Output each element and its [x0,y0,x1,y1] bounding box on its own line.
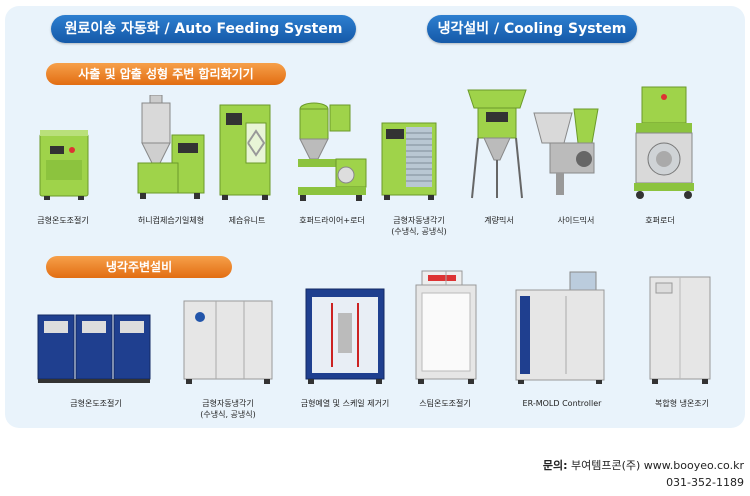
caption-mold-auto-cooler-sub: (수냉식, 공냉식) [391,227,447,236]
contact-label: 문의: [542,459,568,472]
hopper-dryer-loader-image [298,102,367,201]
mold-temp-controller-blue-image [37,314,151,383]
mold-auto-cooler-image [381,122,437,200]
caption-er-mold-controller: ER-MOLD Controller [522,399,602,408]
caption-steam-temp-controller: 스팀온도조절기 [419,399,471,408]
side-mixer-image [533,108,599,195]
caption-combo-heating-cooling: 복합형 냉온조기 [654,399,710,408]
caption-honeycomb-dehumidifier: 허니컴제습기일체형 [137,216,205,225]
contact-company-website: 부여템프콘(주) www.booyeo.co.kr [570,459,744,472]
mold-preheater-descaler-image [305,288,385,384]
contact-phone: 031-352-1189 [666,476,744,489]
caption-mold-auto-cooler-2-sub: (수냉식, 공냉식) [200,410,256,419]
caption-mold-auto-cooler-2: 금형자동냉각기 [202,399,254,408]
gravimetric-mixer-image [467,89,527,199]
mold-auto-cooler-cabinet-image [183,300,273,384]
mold-temp-controller-image [39,130,89,200]
combo-heating-cooling-unit-image [649,276,711,384]
hopper-loader-image [634,86,694,199]
steam-temp-controller-image [415,270,477,384]
contact-info: 문의: 부여템프콘(주) www.booyeo.co.kr [543,459,744,473]
caption-side-mixer: 사이드믹서 [557,216,595,225]
caption-mold-auto-cooler: 금형자동냉각기 [393,216,445,225]
caption-hopper-dryer-loader: 호퍼드라이어+로더 [299,216,365,225]
caption-mold-temp-controller: 금형온도조절기 [37,216,89,225]
er-mold-controller-image [515,271,605,384]
dehumidifying-unit-image [219,104,271,200]
section1-title: 사출 및 압출 성형 주변 합리화기기 [46,63,286,85]
caption-mold-temp-controller-2: 금형온도조절기 [70,399,122,408]
caption-mold-preheater-descaler: 금형예열 및 스케일 제거기 [300,399,390,408]
auto-feeding-title: 원료이송 자동화 / Auto Feeding System [51,15,356,43]
caption-dehumidifying-unit: 제습유니트 [228,216,266,225]
section2-title: 냉각주변설비 [46,256,232,278]
caption-hopper-loader: 호퍼로더 [645,216,675,225]
honeycomb-dehumidifier-image [137,95,205,199]
cooling-system-title: 냉각설비 / Cooling System [427,15,637,43]
caption-gravimetric-mixer: 계량믹서 [484,216,514,225]
